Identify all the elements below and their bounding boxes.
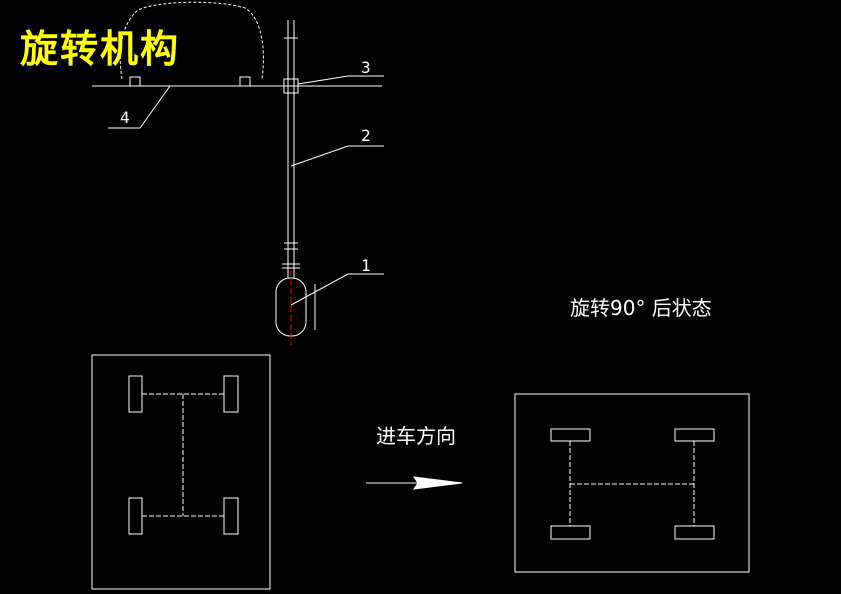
- leader-1: [290, 273, 384, 306]
- wheel: [674, 525, 715, 540]
- wheel: [128, 497, 143, 535]
- wheel: [550, 525, 591, 540]
- vehicle-wheel: [239, 76, 251, 87]
- wheel: [223, 375, 239, 413]
- after-rotation-box: [514, 393, 750, 573]
- label-part-1: 1: [361, 256, 371, 275]
- wheel: [550, 428, 591, 442]
- label-part-4: 4: [120, 108, 130, 127]
- diagram-title: 旋转机构: [20, 26, 181, 71]
- direction-arrow-head: [412, 476, 463, 490]
- wheel: [223, 497, 239, 535]
- after-rotation-caption: 旋转90° 后状态: [570, 296, 712, 320]
- leader-4: [108, 85, 171, 129]
- before-rotation-box: [91, 354, 271, 590]
- vehicle-wheel: [129, 76, 141, 87]
- label-part-2: 2: [361, 126, 371, 145]
- leader-2: [290, 145, 384, 167]
- wheel: [674, 428, 715, 442]
- label-part-3: 3: [361, 58, 371, 77]
- vehicle-outline: [119, 1, 264, 80]
- wheel: [128, 375, 143, 413]
- direction-caption: 进车方向: [376, 424, 456, 448]
- leader-3: [297, 75, 384, 85]
- bearing-box: [283, 78, 299, 94]
